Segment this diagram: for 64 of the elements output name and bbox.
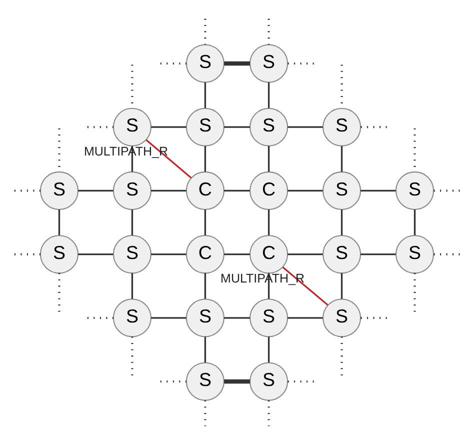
- node-circle: S: [186, 108, 224, 146]
- connector: [146, 139, 192, 178]
- node-circle: S: [250, 44, 288, 83]
- connector: [268, 210, 270, 236]
- connector: [340, 273, 343, 299]
- connector: [340, 210, 343, 236]
- connector: [282, 266, 328, 306]
- node-circle: S: [395, 235, 434, 274]
- node-circle: S: [395, 171, 434, 210]
- connector: [204, 146, 206, 172]
- connector: [268, 82, 270, 108]
- node-circle: S: [186, 44, 224, 83]
- node-circle: S: [250, 298, 288, 338]
- node-circle: S: [40, 171, 79, 210]
- connector: [78, 190, 114, 192]
- connector: [288, 380, 314, 383]
- connector: [131, 210, 134, 236]
- node-circle: S: [322, 235, 362, 274]
- connector: [224, 126, 250, 128]
- node-circle: S: [40, 235, 79, 274]
- connector: [131, 273, 134, 299]
- connector: [58, 210, 60, 236]
- node-circle: S: [250, 362, 288, 401]
- node-circle: C: [186, 235, 224, 274]
- connector: [204, 336, 206, 362]
- connector: [288, 317, 323, 319]
- connector: [288, 190, 323, 192]
- node-circle: S: [112, 298, 152, 338]
- node-circle: S: [322, 108, 362, 146]
- connector: [224, 190, 250, 192]
- connector: [340, 146, 343, 172]
- connector: [151, 317, 186, 319]
- connector: [288, 126, 323, 128]
- connector: [288, 253, 323, 256]
- connector: [224, 379, 250, 384]
- node-circle: S: [112, 171, 152, 210]
- node-circle: C: [186, 171, 224, 210]
- connector: [204, 210, 206, 236]
- connector: [151, 253, 186, 256]
- node-circle: S: [112, 235, 152, 274]
- node-circle: S: [186, 362, 224, 401]
- connector: [204, 82, 206, 108]
- connector: [204, 273, 206, 299]
- connector: [268, 336, 270, 362]
- connector: [151, 126, 186, 128]
- node-circle: S: [112, 108, 152, 146]
- connector: [360, 190, 396, 192]
- connector: [414, 210, 416, 236]
- connector: [151, 190, 186, 192]
- connector: [224, 61, 250, 66]
- node-circle: C: [250, 171, 288, 210]
- connector: [224, 317, 250, 319]
- node-circle: C: [250, 235, 288, 274]
- node-circle: S: [322, 171, 362, 210]
- connector: [288, 62, 314, 65]
- connector: [224, 253, 250, 256]
- connector: [160, 380, 186, 383]
- connector: [268, 146, 270, 172]
- node-circle: S: [322, 298, 362, 338]
- connector: [360, 253, 396, 256]
- connector: [78, 253, 114, 256]
- node-circle: S: [250, 108, 288, 146]
- connector: [160, 62, 186, 65]
- node-circle: S: [186, 298, 224, 338]
